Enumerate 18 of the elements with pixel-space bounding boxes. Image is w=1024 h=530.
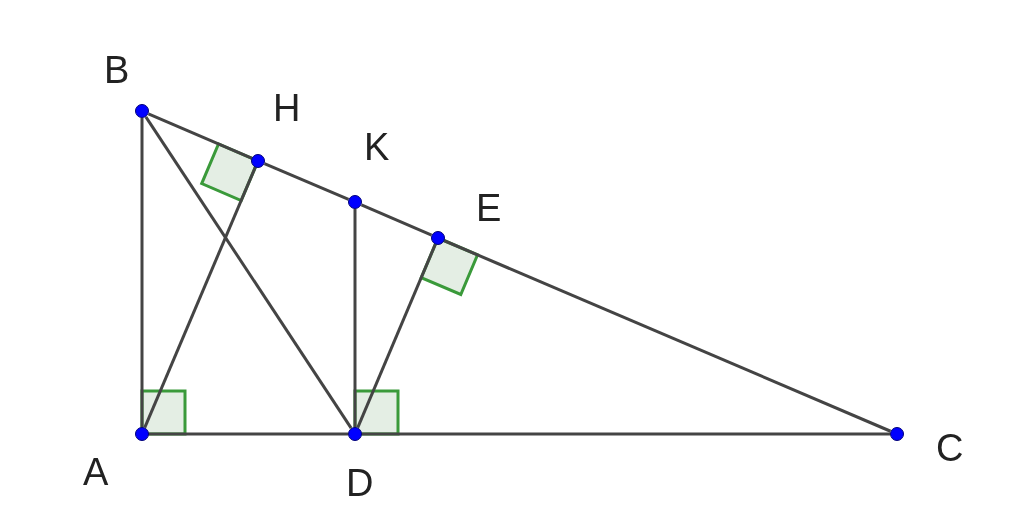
line-segment [143, 166, 257, 429]
line-segment [362, 432, 890, 436]
line-segment [360, 203, 433, 237]
point-label: B [104, 49, 130, 91]
line-segment [147, 112, 253, 160]
line-segment [263, 162, 350, 201]
line-segment [353, 209, 357, 427]
point-label: K [364, 126, 390, 168]
point-label: C [936, 427, 964, 469]
point-label: E [476, 187, 502, 229]
line-segment [149, 432, 348, 436]
line-segment [144, 116, 353, 429]
line-segment [356, 243, 437, 429]
line-segment [443, 239, 892, 433]
point-label: A [83, 451, 109, 493]
line-segment [140, 118, 144, 427]
point-label: H [273, 87, 301, 129]
point-label: D [346, 462, 374, 504]
